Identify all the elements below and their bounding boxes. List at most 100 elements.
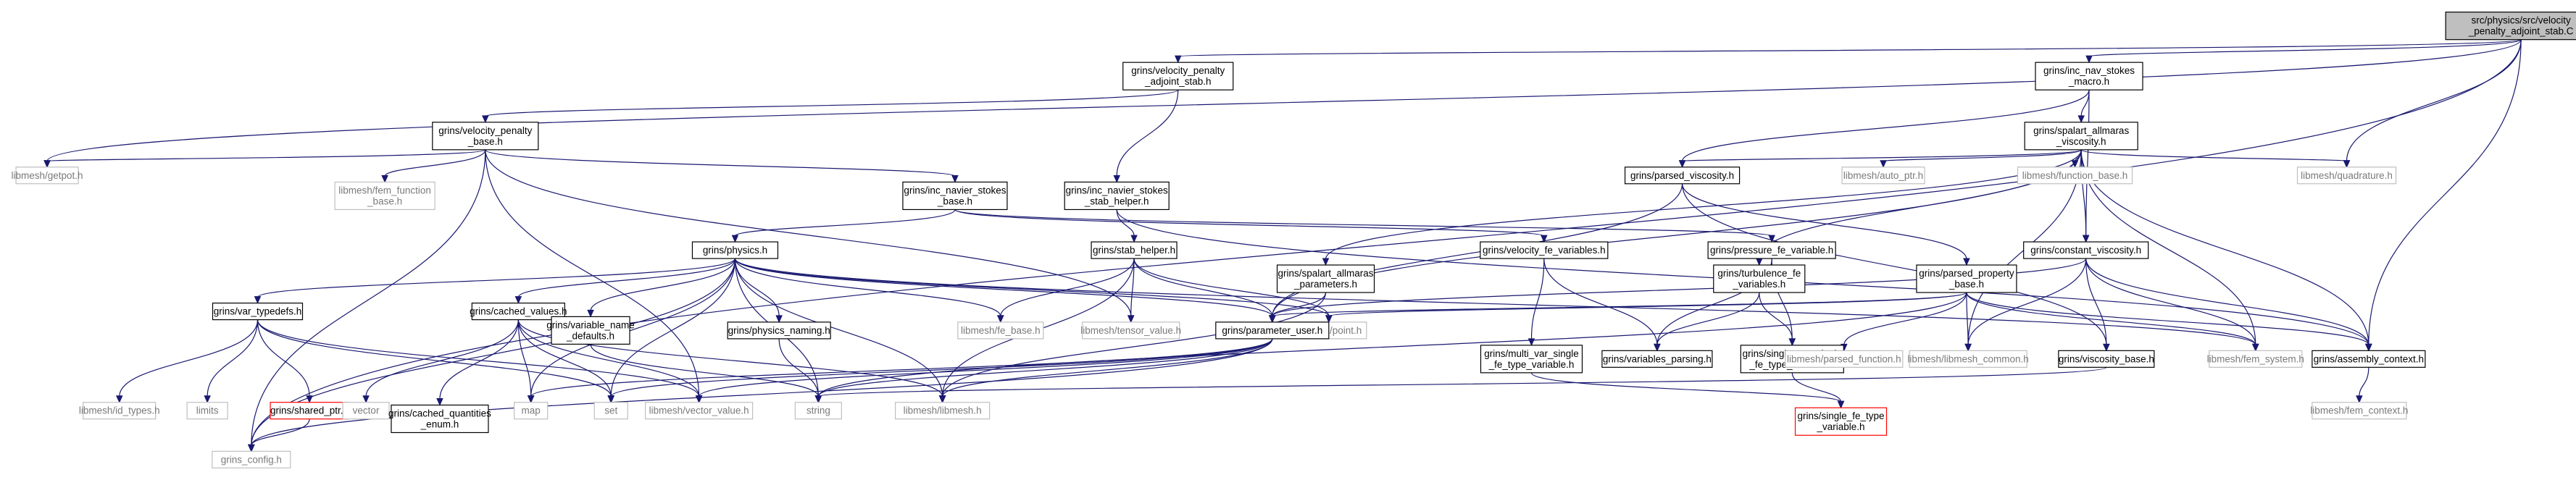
node-set: set: [593, 402, 628, 420]
edge-line: [1133, 258, 1330, 317]
node-assembly_ctx[interactable]: grins/assembly_context.h: [2312, 350, 2426, 368]
arrowhead-icon: [1654, 343, 1661, 352]
node-parsed_prop[interactable]: grins/parsed_property_base.h: [1916, 264, 2017, 293]
edge-line: [1759, 292, 1793, 340]
node-label: grins/variables_parsing.h: [1603, 353, 1712, 364]
node-box: [551, 316, 630, 345]
edge-line: [699, 338, 1273, 397]
edge-sa_visc-to-quadrature: [2080, 149, 2351, 169]
node-multi_var[interactable]: grins/multi_var_single_fe_type_variable.…: [1480, 345, 1583, 374]
node-box: [471, 303, 565, 321]
node-visc_base[interactable]: grins/viscosity_base.h: [2058, 350, 2155, 368]
node-param_user[interactable]: grins/parameter_user.h: [1215, 321, 1330, 340]
edge-physics-to-point: [734, 258, 1333, 324]
node-id_types: libmesh/id_types.h: [79, 402, 160, 420]
node-stab_helper[interactable]: grins/stab_helper.h: [1091, 241, 1177, 259]
node-ins_base[interactable]: grins/inc_navier_stokes_base.h: [902, 181, 1008, 211]
node-vars_parsing[interactable]: grins/variables_parsing.h: [1601, 350, 1713, 368]
arrowhead-icon: [1541, 235, 1548, 243]
node-physics_naming[interactable]: grins/physics_naming.h: [727, 321, 831, 340]
edge-line: [1883, 149, 2082, 162]
edge-line: [942, 338, 1273, 397]
edge-line: [517, 319, 532, 397]
arrowhead-icon: [1880, 160, 1887, 169]
node-box: [1841, 167, 1925, 185]
edge-line: [734, 258, 1001, 317]
edge-vpas_h-to-vpb: [482, 89, 1179, 124]
node-box: [902, 181, 1008, 211]
node-const_visc[interactable]: grins/constant_viscosity.h: [2023, 241, 2149, 259]
arrowhead-icon: [2085, 55, 2093, 64]
arrowhead-icon: [2365, 343, 2372, 352]
node-box: [342, 402, 390, 420]
node-box: [1601, 350, 1713, 368]
arrowhead-icon: [436, 397, 443, 406]
edge-const_visc-to-libmesh_common: [1964, 258, 2087, 352]
node-ins_stab_helper[interactable]: grins/inc_navier_stokes_stab_helper.h: [1064, 181, 1170, 211]
node-press_fe_var[interactable]: grins/pressure_fe_variable.h: [1707, 241, 1836, 259]
edge-var_typedefs-to-limits: [204, 319, 259, 403]
node-shared_ptr[interactable]: grins/shared_ptr.h: [270, 402, 349, 420]
node-label: grins/shared_ptr.h: [270, 405, 349, 416]
edge-line: [251, 149, 486, 446]
edge-const_visc-to-visc_base: [2085, 258, 2110, 352]
node-box: [2296, 167, 2397, 185]
node-root[interactable]: src/physics/src/velocity_penalty_adjoint…: [2445, 12, 2576, 41]
node-physics[interactable]: grins/physics.h: [691, 241, 779, 259]
node-label: libmesh/fem_function: [338, 185, 431, 195]
node-single_fe_type[interactable]: grins/single_fe_type_variable.h: [1794, 407, 1888, 436]
node-label: libmesh/fe_base.h: [961, 325, 1041, 336]
arrowhead-icon: [381, 174, 388, 183]
arrowhead-icon: [2082, 235, 2090, 243]
node-sa_visc[interactable]: grins/spalart_allmaras_viscosity.h: [2024, 122, 2138, 151]
arrowhead-icon: [731, 235, 739, 243]
edge-line: [2085, 90, 2090, 237]
node-box: [727, 321, 831, 340]
node-cached_values[interactable]: grins/cached_values.h: [470, 303, 567, 321]
edge-line: [365, 319, 519, 397]
edge-line: [590, 344, 819, 397]
node-label: _defaults.h: [566, 330, 614, 341]
node-turb_fe_vars[interactable]: grins/turbulence_fe_variables.h: [1713, 264, 1806, 293]
node-var_name_defaults[interactable]: grins/variable_name_defaults.h: [546, 316, 635, 345]
arrowhead-icon: [1837, 400, 1845, 409]
node-label: grins/cached_values.h: [470, 306, 567, 317]
node-label: _base.h: [1948, 279, 1984, 290]
arrowhead-icon: [695, 395, 703, 403]
edge-line: [954, 209, 1545, 237]
node-vector_value: libmesh/vector_value.h: [645, 402, 754, 420]
edge-param_user-to-set: [607, 338, 1273, 403]
edge-line: [530, 338, 1273, 397]
edge-line: [1656, 292, 1760, 345]
node-box: [1480, 345, 1583, 374]
node-parsed_visc[interactable]: grins/parsed_viscosity.h: [1624, 167, 1741, 185]
node-box: [2017, 167, 2133, 185]
arrowhead-icon: [1788, 338, 1796, 347]
node-label: grins/physics_naming.h: [728, 325, 830, 336]
edge-stab_helper-to-fe_base: [997, 258, 1135, 324]
edge-line: [1000, 258, 1135, 316]
node-label: grins/single_fe_type: [1797, 410, 1884, 421]
edge-const_visc-to-fem_system: [2085, 258, 2259, 352]
node-vpas_h[interactable]: grins/velocity_penalty_adjoint_stab.h: [1122, 62, 1234, 90]
node-cached_qty_enum[interactable]: grins/cached_quantities_enum.h: [388, 404, 491, 434]
node-box: [186, 402, 228, 420]
edge-line: [1530, 258, 1545, 340]
node-vpb[interactable]: grins/velocity_penalty_base.h: [432, 122, 539, 151]
node-label: grins/inc_navier_stokes: [1066, 185, 1168, 195]
edge-root-to-ns_macro: [2085, 39, 2522, 64]
arrowhead-icon: [1678, 160, 1686, 169]
arrowhead-icon: [43, 160, 51, 169]
node-var_typedefs[interactable]: grins/var_typedefs.h: [212, 303, 304, 321]
arrowhead-icon: [248, 444, 255, 452]
edge-line: [1116, 90, 1179, 177]
node-sa_params[interactable]: grins/spalart_allmaras_parameters.h: [1276, 264, 1375, 293]
edge-line: [46, 39, 2522, 161]
edge-var_name_defaults-to-string: [590, 344, 822, 403]
node-vel_fe_vars[interactable]: grins/velocity_fe_variables.h: [1480, 241, 1609, 259]
node-box: [1916, 264, 2017, 293]
arrowhead-icon: [1963, 258, 1970, 266]
edge-line: [2368, 39, 2522, 345]
node-ns_macro[interactable]: grins/inc_nav_stokes_macro.h: [2035, 62, 2143, 90]
